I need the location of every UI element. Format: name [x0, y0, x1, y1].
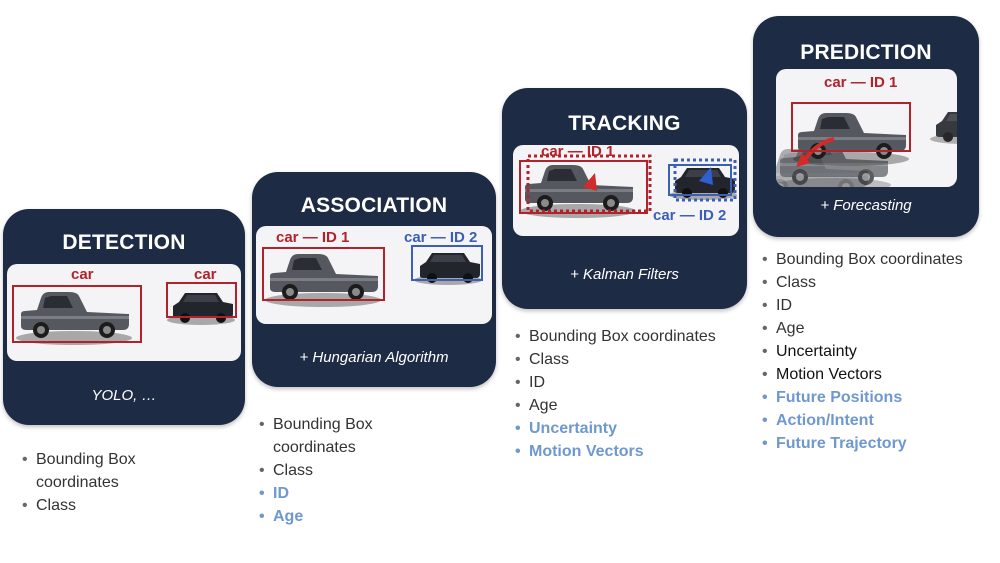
feature-item: Class: [762, 271, 996, 294]
stage-tracking-title: TRACKING: [568, 112, 681, 135]
detection-box-1: [12, 285, 142, 343]
stage-detection-card: DETECTION car car YOLO, …: [3, 209, 245, 425]
feature-item: ID: [515, 371, 745, 394]
association-image: car — ID 1 car — ID 2: [256, 226, 492, 324]
feature-item: Uncertainty: [515, 417, 745, 440]
detection-box-2: [166, 282, 237, 318]
feature-item: Future Trajectory: [762, 432, 996, 455]
tracking-label-2: car — ID 2: [653, 207, 727, 224]
tracking-box-2-predicted: [673, 158, 737, 202]
feature-item: Class: [22, 494, 162, 517]
tracking-box-1-predicted: [526, 154, 652, 213]
stage-association-card: ASSOCIATION car — ID 1 car — ID 2 + Hung…: [252, 172, 496, 387]
detection-caption: YOLO, …: [91, 387, 157, 404]
tracking-caption: + Kalman Filters: [570, 266, 679, 283]
tracking-box-1: [519, 160, 648, 214]
stage-detection-title: DETECTION: [62, 231, 186, 254]
stage-prediction-title: PREDICTION: [800, 41, 932, 64]
feature-item: Age: [515, 394, 745, 417]
prediction-image: car — ID 1: [776, 69, 957, 187]
association-box-2: [411, 245, 483, 281]
feature-item: Bounding Box coordinates: [22, 448, 162, 494]
feature-item: Uncertainty: [762, 340, 996, 363]
feature-item: Bounding Box coordinates: [762, 248, 996, 271]
feature-item: Class: [259, 459, 399, 482]
feature-item: Action/Intent: [762, 409, 996, 432]
detection-label-1: car: [71, 266, 94, 283]
detection-label-2: car: [194, 266, 217, 283]
tracking-box-2: [668, 164, 732, 196]
prediction-caption: + Forecasting: [820, 197, 912, 214]
feature-item: Age: [259, 505, 399, 528]
detection-image: car car: [7, 264, 241, 361]
association-label-1: car — ID 1: [276, 229, 350, 246]
association-box-1: [262, 247, 385, 301]
stage-tracking-card: TRACKING car — ID 1 car — ID 2 + Kalman …: [502, 88, 747, 309]
feature-item: Motion Vectors: [515, 440, 745, 463]
tracking-features: Bounding Box coordinates Class ID Age Un…: [515, 325, 745, 463]
feature-item: ID: [762, 294, 996, 317]
tracking-image: car — ID 1 car — ID 2: [513, 145, 739, 236]
tracking-label-1: car — ID 1: [541, 145, 615, 160]
prediction-label-1: car — ID 1: [824, 74, 898, 91]
feature-item: Age: [762, 317, 996, 340]
feature-item: Motion Vectors: [762, 363, 996, 386]
feature-item: ID: [259, 482, 399, 505]
feature-item: Future Positions: [762, 386, 996, 409]
stage-association-title: ASSOCIATION: [300, 194, 448, 217]
association-caption: + Hungarian Algorithm: [299, 349, 449, 366]
feature-item: Class: [515, 348, 745, 371]
prediction-features: Bounding Box coordinates Class ID Age Un…: [762, 248, 996, 455]
stage-prediction-card: PREDICTION car — ID 1 + Forecasting: [753, 16, 979, 237]
association-label-2: car — ID 2: [404, 229, 478, 246]
association-features: Bounding Box coordinates Class ID Age: [259, 413, 399, 528]
detection-features: Bounding Box coordinates Class: [22, 448, 162, 517]
prediction-box-1: [791, 102, 911, 152]
feature-item: Bounding Box coordinates: [259, 413, 399, 459]
feature-item: Bounding Box coordinates: [515, 325, 745, 348]
